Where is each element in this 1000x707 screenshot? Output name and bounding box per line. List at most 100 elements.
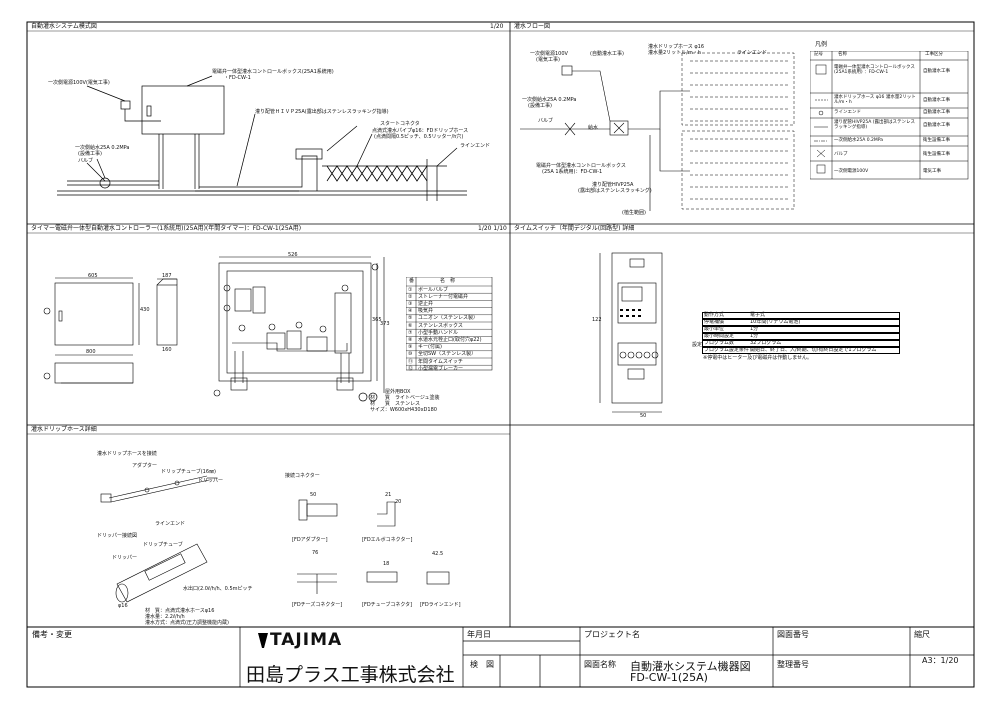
p5-c3: [FDチーズコネクター] xyxy=(292,602,343,608)
p5-tube: ドリップチューブ(16㎜) xyxy=(161,469,216,475)
part-number: ⑫ xyxy=(408,365,414,372)
p2-drip-label2: 灌水量2リットル/m・h xyxy=(648,50,701,56)
dim-430: 430 xyxy=(140,307,150,313)
p5-hole: 水出口(2.0ℓ/h/h、0.5mピッチ xyxy=(183,586,253,592)
panel4-title: タイムスイッチ（年間デジタル(回路型) 詳細 xyxy=(514,225,635,232)
legend-row-div: 電気工事 xyxy=(923,169,941,174)
ts-note: ※停電中はヒーター及び電磁弁は作動しません。 xyxy=(703,355,813,361)
legend-title: 凡例 xyxy=(815,41,828,48)
ts-spec-key: 最小単位 xyxy=(704,326,725,332)
spec-line: 材 質 ライトベージュ塗装 xyxy=(370,395,440,401)
ts-spec-value: 1分 xyxy=(750,333,759,339)
p2-valve-label: バルブ xyxy=(538,118,554,124)
p2-lineend-label: ラインエンド xyxy=(737,50,768,56)
p5-c2: [FDエルボコネクター] xyxy=(362,537,413,543)
p1-start-label: スタートコネクタ xyxy=(380,121,420,127)
p5-spec1: 材 質：点滴式灌水ホースφ16 xyxy=(145,608,215,614)
tb-notes: 備考・変更 xyxy=(32,630,72,639)
part-name: ステンレスボックス xyxy=(418,322,463,329)
p2-box-label2: (25A 1系統用)：FD-CW-1 xyxy=(542,169,603,175)
p1-lineend-label: ラインエンド xyxy=(460,143,491,149)
part-number: ⑥ xyxy=(408,322,413,329)
p2-auto-label: (自動灌水工事) xyxy=(590,51,624,57)
p5-spec2: 灌水量：2.2ℓ/h/h xyxy=(145,614,185,620)
part-name: 全切SW（ステンレス製） xyxy=(418,351,477,358)
legend-row-name: 電磁弁一体型灌水コントロールボックス (25A1系統用) ：FD-CW-1 xyxy=(834,65,915,75)
p5-connector: 接続コネクター xyxy=(285,473,320,479)
part-number: ⑪ xyxy=(408,358,414,365)
p5-dripper: ドリッパー xyxy=(198,478,224,484)
p5-adapter: アダプター xyxy=(132,463,158,469)
dim-373: 373 xyxy=(380,321,390,327)
part-name: 小型漏電ブレーカー xyxy=(418,365,464,372)
p5-dim: 42.5 xyxy=(432,551,444,557)
p5-c5: [FDラインエンド] xyxy=(420,602,461,608)
p5-dim: 76 xyxy=(312,550,319,556)
ts-dim-h: 122 xyxy=(592,317,602,323)
p1-water-label2: (設備工事) xyxy=(78,151,102,157)
legend-row-div: 自動灌水工事 xyxy=(923,98,950,103)
legend-row-div: 自動灌水工事 xyxy=(923,123,950,128)
ts-spec-key: プログラム設定条件 xyxy=(704,347,749,353)
panel5-title: 灌水ドリップホース詳細 xyxy=(31,426,97,433)
ts-spec-value: 32プログラム xyxy=(750,340,782,346)
tb-ref-no: 整理番号 xyxy=(777,660,809,669)
part-number: ⑦ xyxy=(408,329,413,336)
ts-spec-row xyxy=(702,326,900,333)
dim-160: 160 xyxy=(162,347,172,353)
spec-line: サイズ：W600xH430xD180 xyxy=(370,407,437,413)
dim-800: 800 xyxy=(86,349,96,355)
tb-drawing-name: 自動灌水システム機器図 xyxy=(630,660,751,673)
part-name: ユニオン（ステンレス製） xyxy=(418,315,479,322)
controller-drawing xyxy=(43,256,385,397)
p2-power-label2: (電気工事) xyxy=(536,57,560,63)
legend-row-name: 一次側給水25A 0.2MPa xyxy=(834,138,884,143)
p5-phi: φ16 xyxy=(118,603,128,609)
p2-flow-label: 給水 xyxy=(588,125,599,131)
p2-box-label: 電磁弁一体型灌水コントロールボックス xyxy=(536,163,626,169)
tb-check: 検 図 xyxy=(470,660,494,669)
part-name: 吸気弁 xyxy=(418,308,434,315)
p2-power-label: 一次側電源100V xyxy=(530,51,568,57)
ts-spec-key: 動作方式 xyxy=(704,312,725,318)
part-number: ② xyxy=(408,293,413,300)
ts-spec-value: 10年間(リチウム電池) xyxy=(750,319,801,325)
part-number: ① xyxy=(408,286,413,293)
tb-scale: A3：1/20 xyxy=(922,656,959,665)
part-name: キー(付属) xyxy=(418,344,442,351)
timeswitch-drawing xyxy=(599,252,663,413)
ts-spec-row xyxy=(702,347,900,354)
flow-diagram xyxy=(520,52,795,211)
panel1-scale: 1/20 xyxy=(490,23,504,30)
p2-planter-label: (植生範囲) xyxy=(622,210,646,216)
p5-detail: ドリッパー接続図 xyxy=(97,533,138,539)
tb-model: FD-CW-1(25A) xyxy=(630,671,708,684)
p1-drip-label2: (点滴間隔0.5ピッチ、0.5リッター/h穴) xyxy=(374,134,464,140)
p2-drip-label: 灌水ドリップホース φ16 xyxy=(648,44,705,50)
part-number: ⑤ xyxy=(408,315,413,322)
part-name: ストレーナー付電磁弁 xyxy=(418,293,469,300)
p1-valve-label: バルブ xyxy=(78,158,94,164)
dim-365: 365 xyxy=(372,317,382,323)
ts-spec-group: 設定 xyxy=(692,342,703,348)
dim-605: 605 xyxy=(88,273,98,279)
company-name: 田島プラス工事株式会社 xyxy=(246,664,455,686)
p5-dim: 21 xyxy=(385,492,392,498)
panel2-title: 灌水フロー図 xyxy=(514,23,551,30)
p1-pipe-label: 灌り配管ＨＩＶＰ25A(露出部はステンレスラッキング指導) xyxy=(255,109,389,115)
legend-header-symbol: 記号 xyxy=(814,52,823,57)
p2-pipe-label2: (露出部はステンレスラッキング) xyxy=(578,188,652,194)
part-number: ③ xyxy=(408,300,413,307)
panel1-title: 自動灌水システム模式図 xyxy=(31,23,97,30)
tb-project: プロジェクト名 xyxy=(584,630,640,639)
key-icon xyxy=(358,392,378,402)
legend-row-name: 灌水ドリップホース φ16 灌水量2リットル/m・h xyxy=(834,95,916,105)
tb-date: 年月日 xyxy=(467,630,491,639)
p5-dim: 50 xyxy=(310,492,317,498)
p5-dripper2: ドリッパー xyxy=(112,555,138,561)
spec-line: 屋外用BOX xyxy=(385,389,411,395)
p1-water-label: 一次側給水25A 0.2MPa xyxy=(75,145,130,151)
p1-power-label: 一次側電源100V(電気工事) xyxy=(48,80,110,86)
